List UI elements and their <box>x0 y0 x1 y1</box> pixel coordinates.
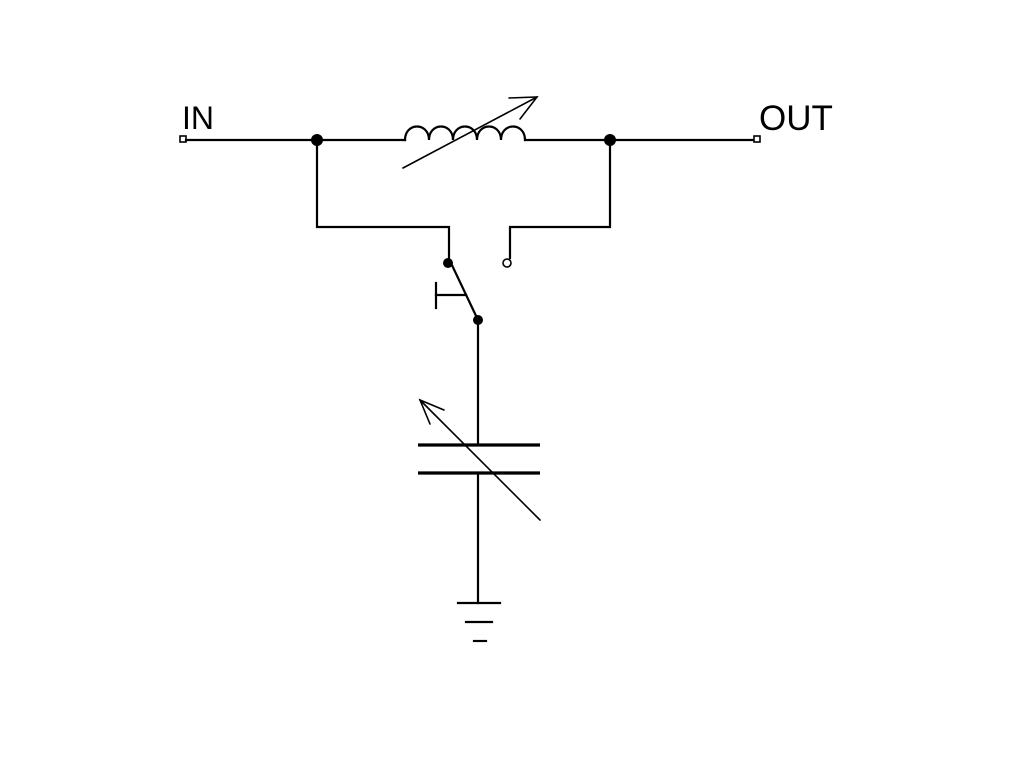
switch-open-contact-icon <box>502 258 512 268</box>
ground-icon <box>456 601 502 643</box>
inductor-adjust-arrow-shaft <box>402 96 538 169</box>
output-terminal: OUT <box>753 99 833 143</box>
wire-right-branch <box>508 138 612 260</box>
capacitor-adjust-arrowhead <box>418 398 445 425</box>
variable-inductor-icon <box>402 96 539 169</box>
input-label: IN <box>182 100 214 136</box>
capacitor-adjust-arrow-shaft <box>419 399 541 521</box>
output-label: OUT <box>759 99 833 138</box>
inductor-adjust-arrowhead <box>508 96 539 120</box>
input-terminal: IN <box>179 100 214 143</box>
switch-lever <box>448 259 480 322</box>
output-terminal-square-icon <box>753 135 761 143</box>
pushbutton-switch-icon <box>434 258 483 325</box>
wire-left-branch <box>315 138 451 260</box>
inductor-coil <box>403 125 527 142</box>
